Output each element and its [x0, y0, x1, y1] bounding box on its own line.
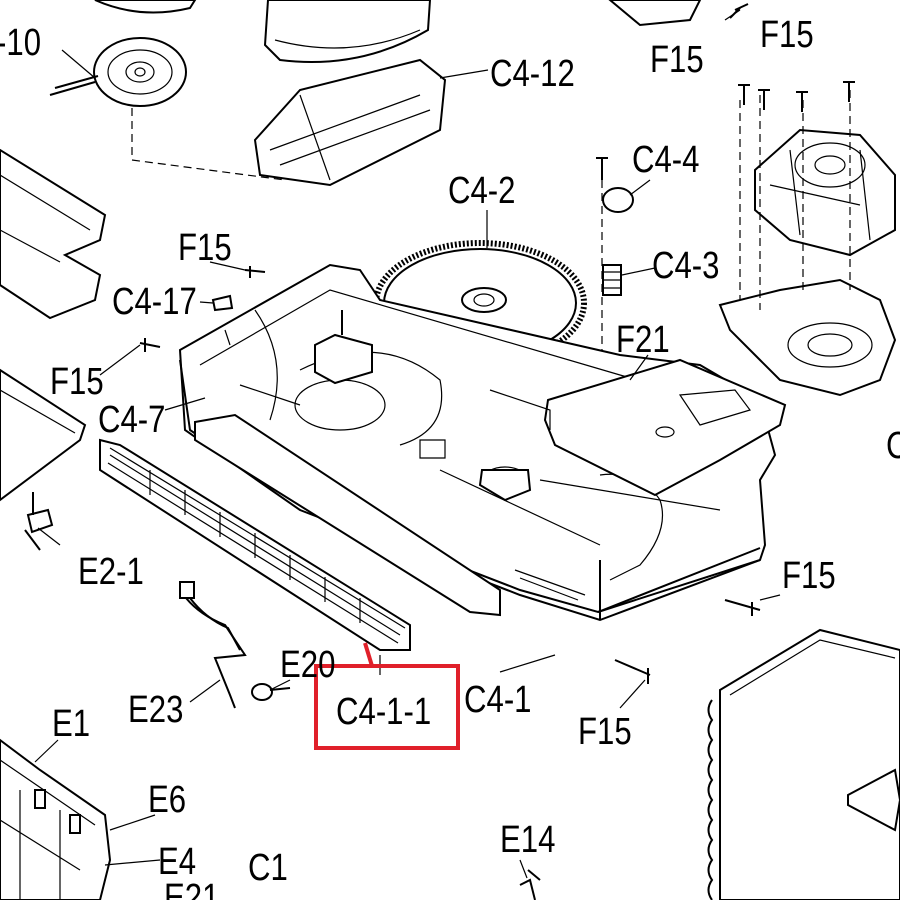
label-c4-3[interactable]: C4-3: [652, 245, 720, 287]
label-f21[interactable]: F21: [616, 319, 670, 361]
top-fan-housing: [94, 0, 702, 187]
label-f15-bottom[interactable]: F15: [578, 711, 632, 753]
e23-cable: [179, 581, 247, 709]
c4-1-main-tray: [178, 263, 777, 622]
c4-3-gear: [602, 264, 622, 296]
c4-1-1-highlight: [314, 642, 460, 750]
label-c-right[interactable]: C: [886, 425, 900, 467]
label-e4[interactable]: E4: [158, 841, 196, 883]
e14-part: [519, 869, 541, 900]
label-f15-mid[interactable]: F15: [178, 227, 232, 269]
label-e21[interactable]: E21: [164, 877, 219, 900]
label-f15-left[interactable]: F15: [50, 361, 104, 403]
c4-17-clip: [211, 294, 234, 312]
label-e23[interactable]: E23: [128, 689, 183, 731]
e20-screw: [251, 683, 291, 701]
label-c4-7[interactable]: C4-7: [98, 399, 166, 441]
right-coil-panel: [707, 628, 900, 900]
c4-1-1-grille-strip: [99, 413, 501, 651]
f21-bracket: [489, 358, 787, 497]
f15-screws: [139, 266, 761, 684]
motor-part-top-left: [49, 37, 286, 181]
left-side-panel: [0, 148, 107, 502]
label-e2-1[interactable]: E2-1: [78, 551, 144, 593]
label-c4-1[interactable]: C4-1: [464, 679, 532, 721]
label-c1[interactable]: C1: [248, 847, 288, 889]
label-e20[interactable]: E20: [280, 644, 335, 686]
label-f15-top-b[interactable]: F15: [760, 14, 814, 56]
leader-lines: [34, 9, 781, 879]
e2-1-part: [24, 492, 54, 551]
label-e6[interactable]: E6: [148, 779, 186, 821]
label-f15-right[interactable]: F15: [782, 555, 836, 597]
c4-4-part: [596, 157, 634, 360]
highlight-leader: [363, 642, 374, 667]
right-motor-assembly: [718, 90, 897, 397]
label-c4-12[interactable]: C4-12: [490, 53, 575, 95]
e1-assembly: [0, 738, 112, 900]
label-c4-2[interactable]: C4-2: [448, 170, 516, 212]
label-e14[interactable]: E14: [500, 819, 555, 861]
label-f15-top-a[interactable]: F15: [650, 39, 704, 81]
label-c4-1-1[interactable]: C4-1-1: [336, 691, 431, 733]
label-c4-17[interactable]: C4-17: [112, 281, 197, 323]
highlight-box[interactable]: [314, 664, 460, 750]
label-e1[interactable]: E1: [52, 703, 90, 745]
part-labels: -10 C4-12 F15 F15 C4-4 C4-2 C4-3 F15 C4-…: [0, 14, 900, 900]
label-c4-4[interactable]: C4-4: [632, 139, 700, 181]
label-minus-10[interactable]: -10: [0, 22, 41, 64]
